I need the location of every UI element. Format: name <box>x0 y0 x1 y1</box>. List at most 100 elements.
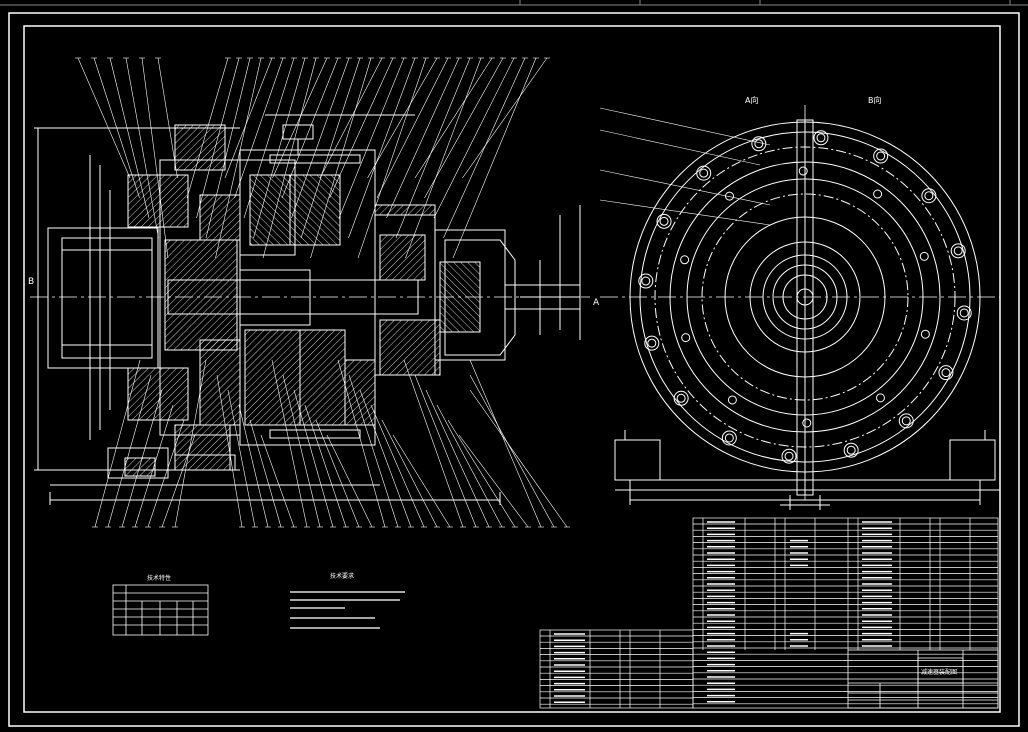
outer-frame <box>8 12 1020 727</box>
title-block-name: 减速器装配图 <box>921 668 957 676</box>
section-view <box>30 114 590 505</box>
leader-line <box>249 419 282 528</box>
leader-line <box>414 374 477 528</box>
leader-line <box>381 419 438 528</box>
leader-lines-bottom <box>92 359 570 528</box>
leader-line <box>77 57 131 179</box>
leader-line <box>469 389 568 528</box>
small-hole <box>727 395 737 405</box>
bolt-hole-inner <box>901 416 911 426</box>
bolt-hole-inner <box>754 139 764 149</box>
leader-line <box>157 57 178 179</box>
leader-line <box>125 57 159 239</box>
bolt-hole-inner <box>959 308 969 318</box>
leader-line <box>392 434 451 528</box>
bolt-hole <box>898 413 914 429</box>
leader-line <box>386 57 460 219</box>
notes-title: 技术要求 <box>330 572 354 580</box>
bolt-hole-inner <box>876 151 886 161</box>
leader-line <box>414 57 493 179</box>
leader-line <box>234 57 284 199</box>
bolt-hole <box>950 243 966 259</box>
leader-line <box>147 419 185 528</box>
bolt-hole-inner <box>647 338 657 348</box>
leader-line <box>174 359 207 528</box>
leader-line <box>291 57 350 219</box>
leader-line <box>403 359 464 528</box>
leader-line <box>271 359 308 528</box>
small-hole <box>919 251 929 261</box>
bolt-hole <box>721 430 737 446</box>
leader-line <box>405 57 482 259</box>
bolt-hole-inner <box>676 393 686 403</box>
leader-line <box>447 419 516 528</box>
leader-line <box>272 57 328 179</box>
bolt-hole-inner <box>724 433 734 443</box>
parts-list-table <box>539 517 999 709</box>
leader-line <box>326 434 373 528</box>
bolt-hole-inner <box>924 191 934 201</box>
leader-line <box>216 374 243 528</box>
view-label-a: A向 <box>745 95 758 105</box>
bolt-hole-inner <box>953 246 963 256</box>
leader-line <box>436 404 503 528</box>
bolt-hole <box>638 273 654 289</box>
leader-line <box>304 404 347 528</box>
leader-line <box>359 389 412 528</box>
parts-list-frame <box>692 517 999 709</box>
bolt-hole-inner <box>846 445 856 455</box>
bolt-hole <box>673 390 689 406</box>
leader-line <box>329 57 394 199</box>
leader-line <box>425 389 490 528</box>
leader-line <box>376 57 449 199</box>
leader-line <box>224 57 273 179</box>
bolt-hole <box>644 335 660 351</box>
leader-line <box>227 389 256 528</box>
small-hole <box>802 418 812 428</box>
leader-line <box>293 389 334 528</box>
view-label-b: B向 <box>868 95 882 105</box>
spec-table-title: 技术特性 <box>147 574 171 582</box>
bolt-hole <box>696 165 712 181</box>
leader-line <box>253 57 306 239</box>
bolt-hole-inner <box>816 133 826 143</box>
small-hole <box>680 255 690 265</box>
leader-line <box>433 57 515 219</box>
leader-line <box>243 57 295 219</box>
leader-line <box>238 404 269 528</box>
bolt-hole-inner <box>699 168 709 178</box>
leader-line <box>107 374 152 528</box>
bolt-hole <box>873 148 889 164</box>
technical-notes <box>290 591 405 629</box>
leader-line <box>319 57 383 179</box>
leader-line <box>337 359 386 528</box>
section-mark-b: B <box>28 277 34 287</box>
leader-line <box>424 57 504 199</box>
window-top-strip <box>0 0 1028 6</box>
leader-line <box>443 57 526 239</box>
leader-line <box>262 57 317 259</box>
leader-line <box>348 374 399 528</box>
leader-lines-top <box>75 57 550 259</box>
leader-line <box>121 389 163 528</box>
leader-line <box>109 57 150 219</box>
leader-line <box>458 434 529 528</box>
leader-line <box>469 359 542 528</box>
leader-line <box>370 404 425 528</box>
leader-line <box>315 419 360 528</box>
bolt-hole-inner <box>784 451 794 461</box>
small-hole <box>873 189 883 199</box>
leader-line <box>281 57 339 199</box>
leader-line <box>141 57 169 259</box>
section-mark-a: A <box>593 298 600 308</box>
bolt-hole <box>921 188 937 204</box>
bolt-hole <box>938 365 954 381</box>
leader-line <box>282 374 321 528</box>
leader-line <box>134 404 174 528</box>
small-hole <box>920 329 930 339</box>
end-view <box>600 105 1000 510</box>
small-hole <box>681 333 691 343</box>
bolt-hole <box>813 130 829 146</box>
leader-line <box>452 57 537 259</box>
